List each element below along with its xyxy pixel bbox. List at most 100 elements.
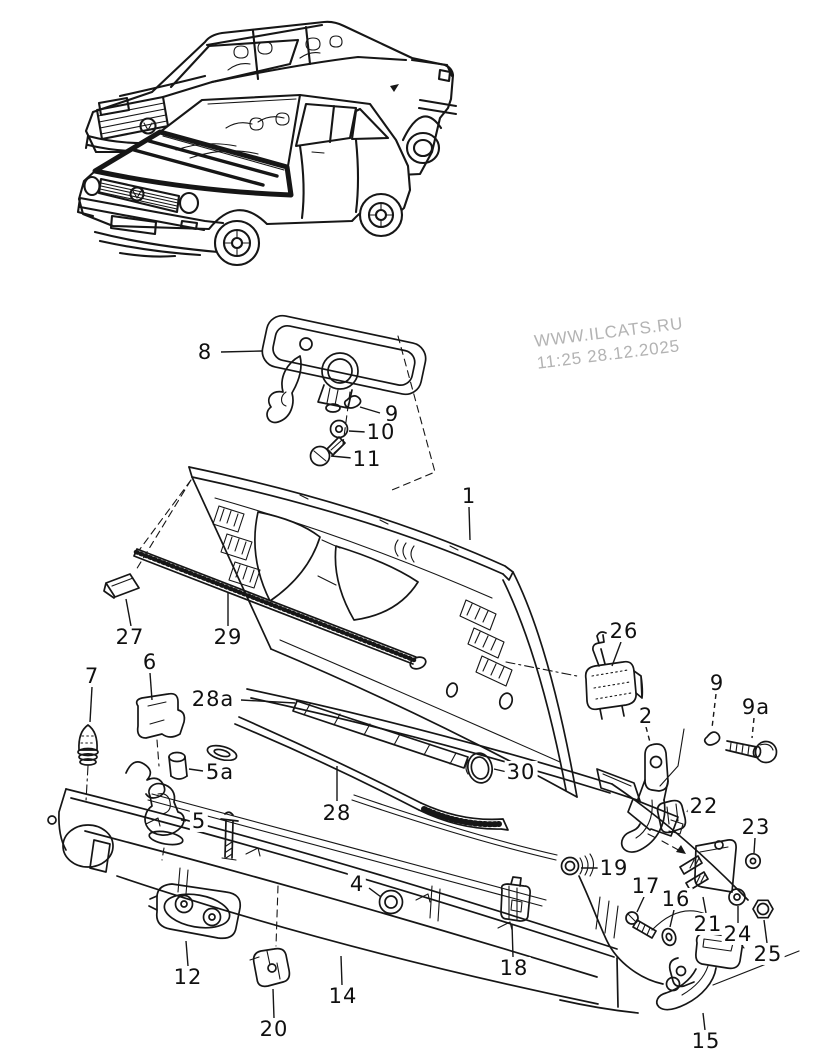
callout-24: 24 [721, 921, 755, 946]
callout-14: 14 [326, 983, 360, 1008]
callout-leader-12 [185, 940, 189, 967]
front-body-panel [47, 631, 800, 1014]
callout-28a: 28a [189, 686, 237, 711]
lock-spring [125, 761, 166, 799]
callout-7: 7 [82, 663, 102, 688]
callout-5a: 5a [203, 759, 237, 784]
part-clip-27 [103, 573, 140, 599]
callout-10: 10 [364, 419, 398, 444]
callout-29: 29 [211, 624, 245, 649]
callout-21: 21 [691, 911, 725, 936]
callout-20: 20 [257, 1016, 291, 1041]
car-hatchback-outline [76, 93, 412, 267]
part-clip-9-right [703, 731, 721, 746]
callout-leader-9a [751, 717, 755, 739]
hood-vent-hatches-right [459, 599, 513, 687]
hood-inner-opening [254, 511, 321, 602]
hood-vent-hatches-left [212, 505, 261, 589]
callout-19: 19 [597, 855, 631, 880]
callout-9: 9 [382, 401, 402, 426]
callout-28: 28 [320, 800, 354, 825]
callout-9a: 9a [739, 694, 773, 719]
callout-leader-25 [763, 919, 768, 944]
callout-leader-7 [89, 686, 93, 723]
callout-25: 25 [751, 941, 785, 966]
callout-11: 11 [350, 446, 384, 471]
callout-leader-20 [272, 988, 275, 1019]
pointer-to-hood [391, 335, 436, 491]
part-insulation-28a [292, 700, 469, 769]
part-grommet-4 [378, 889, 404, 915]
callout-leader-18 [511, 923, 514, 958]
callout-23: 23 [739, 814, 773, 839]
callout-27: 27 [113, 624, 147, 649]
part-latch-5 [144, 782, 185, 861]
callout-leader-26 [611, 641, 622, 667]
callout-leader-16 [669, 909, 675, 928]
part-clip-6 [135, 692, 186, 767]
callout-leader-28a [240, 699, 296, 704]
part-screw-17 [625, 911, 657, 939]
callout-leader-2 [645, 726, 652, 747]
part-plug-30 [465, 752, 493, 784]
part-bolt-11 [309, 436, 346, 467]
pointer-bracket [659, 728, 685, 787]
pointer-to-buffer-26 [505, 661, 578, 677]
lock-cylinder [299, 337, 359, 413]
callout-9: 9 [707, 670, 727, 695]
callout-1: 1 [459, 483, 479, 508]
callout-leader-10 [348, 430, 367, 433]
part-washer-16 [661, 927, 677, 947]
striker-pin [220, 811, 239, 861]
hood-inner-opening [334, 545, 419, 621]
callout-leader-9 [711, 693, 717, 729]
callout-leader-14 [340, 955, 343, 986]
hinge-bracket [596, 768, 641, 802]
callout-30: 30 [504, 759, 538, 784]
callout-leader-23 [753, 837, 756, 854]
part-seal-28 [234, 716, 509, 831]
callout-26: 26 [607, 618, 641, 643]
assembly-axis-dash [342, 391, 351, 445]
callout-16: 16 [659, 886, 693, 911]
callout-8: 8 [195, 339, 215, 364]
callout-leader-11 [330, 455, 353, 459]
callout-leader-17 [636, 896, 645, 913]
part-seal-29 [133, 548, 427, 670]
lock-plate [261, 314, 427, 396]
part-clip-9 [343, 395, 362, 409]
callout-leader-27 [125, 598, 132, 627]
part-buffer-7 [77, 724, 99, 802]
release-cable [351, 794, 681, 992]
callout-5: 5 [189, 808, 209, 833]
callout-leader-9 [359, 406, 381, 414]
callout-6: 6 [140, 649, 160, 674]
lock-hook [266, 355, 302, 424]
part-bolt-9a [725, 740, 778, 764]
callout-leader-21 [702, 896, 707, 914]
callout-2: 2 [636, 703, 656, 728]
part-clip-22 [647, 799, 687, 854]
part-clip-20 [249, 947, 291, 988]
rear-wheel [358, 192, 404, 238]
callout-leader-6 [149, 672, 153, 701]
callout-leader-8 [220, 350, 263, 353]
front-wheel [213, 219, 261, 267]
callout-18: 18 [497, 955, 531, 980]
part-clip-18 [500, 876, 531, 922]
part-bushing-5a [168, 751, 188, 780]
part-nut-25 [752, 899, 774, 919]
callout-17: 17 [629, 873, 663, 898]
car-overview [76, 20, 458, 267]
part-washer-23 [744, 852, 762, 870]
part-lock-plate-12 [148, 883, 242, 940]
callout-15: 15 [689, 1028, 723, 1053]
callout-22: 22 [687, 793, 721, 818]
callout-leader-15 [702, 1012, 706, 1031]
callout-4: 4 [347, 871, 367, 896]
hood-lock-detail [261, 314, 436, 491]
callout-12: 12 [171, 964, 205, 989]
